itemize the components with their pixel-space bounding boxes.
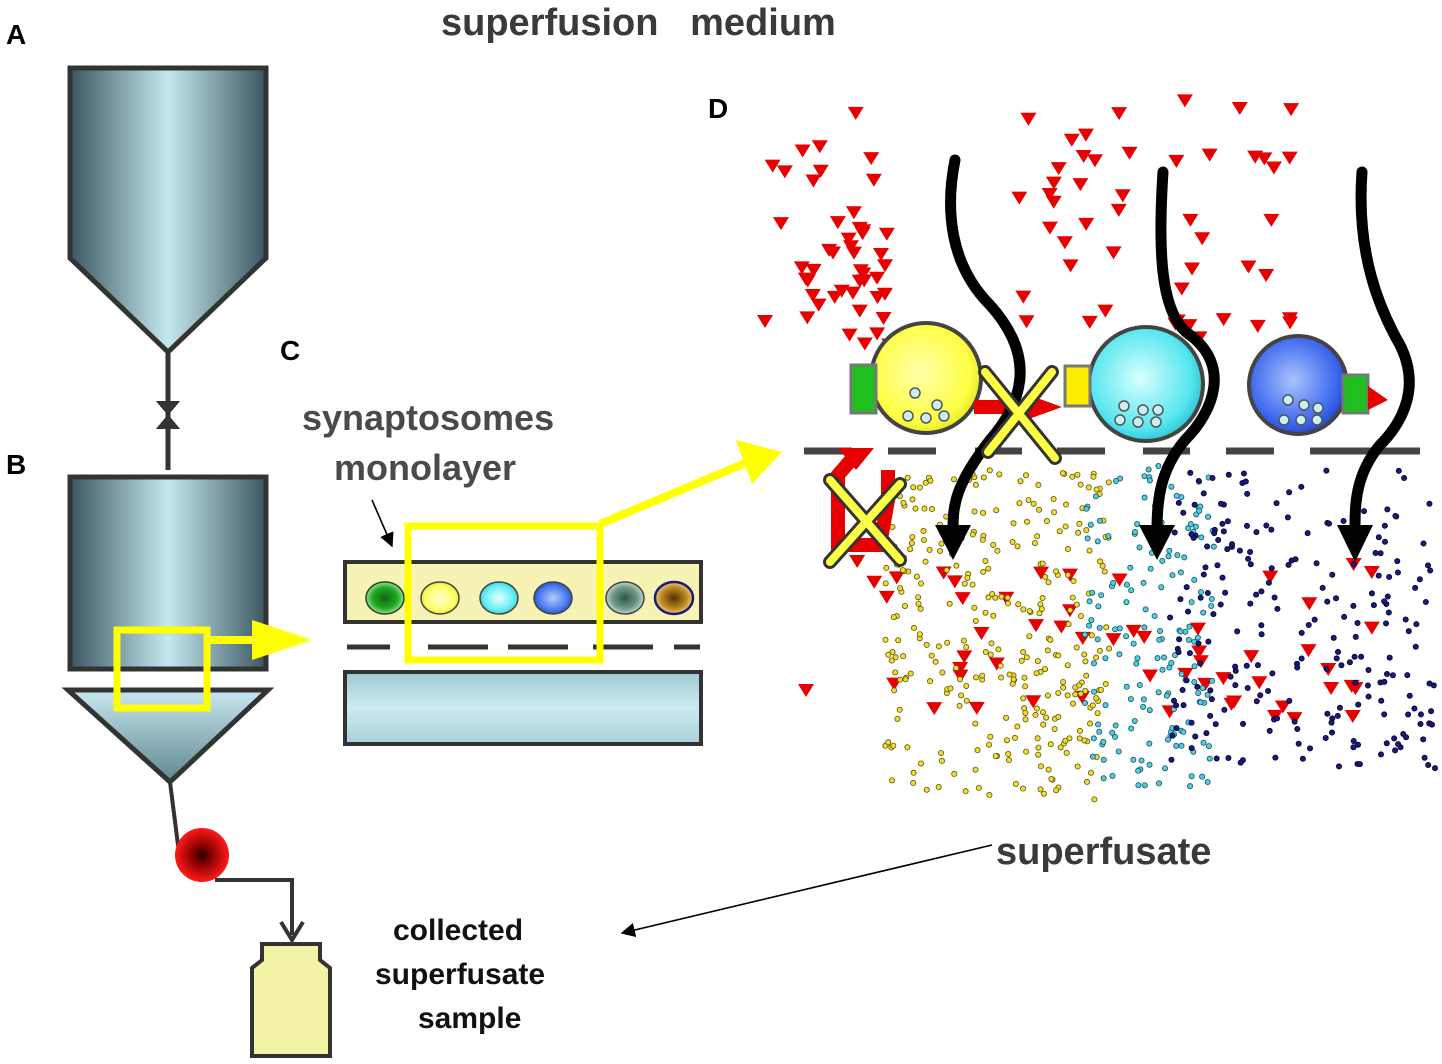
peristaltic-pump-icon [175,828,229,882]
panel-label-d: D [708,93,728,124]
transporter-yellow [1063,364,1092,408]
synaptosome-grey [605,581,645,615]
vial-icon [250,942,332,1058]
monolayer-highlight-box [404,522,604,664]
drip-arrowhead [279,920,305,944]
synaptosome-blue [533,581,573,615]
monolayer-pointer [371,499,394,548]
panel-label-c: C [280,335,300,366]
synaptosome-yellow [420,581,460,615]
synaptosome-detail-yellow [849,321,983,435]
superfusion-medium-label: superfusion medium [441,2,836,44]
valve-icon [155,401,181,429]
x-cross-icon [978,365,1062,465]
transporter-green-2 [1341,373,1370,415]
funnel-reservoir-icon [67,65,269,356]
flow-arrows [945,154,1415,536]
superfusate-pointer [620,844,993,938]
synaptosome-detail-blue [1247,334,1388,436]
synaptosome-cyan [479,581,519,615]
panel-label-b: B [6,449,26,480]
medium-reservoir [67,65,269,470]
tubing-to-vial [215,878,294,935]
superfusate-label: superfusate [996,831,1211,873]
monolayer-layer [343,560,703,624]
superfusion-chamber [61,474,312,786]
chamber-outlet-cone [61,687,275,786]
collected-label-1: collected [393,914,523,947]
transporter-green [849,363,878,415]
synaptosome-detail-cyan [1063,325,1205,443]
synaptosomes-label-2: monolayer [334,447,516,488]
chamber-base-bar [343,670,703,746]
chamber-highlight-box [113,626,211,712]
collected-label-3: sample [418,1002,521,1035]
x-cross-icon-2 [823,473,907,569]
neurotransmitter-molecules [757,94,1380,726]
flow-arrowheads [935,525,1373,562]
synaptosomes-label-1: synaptosomes [302,397,554,438]
panel-label-a: A [6,19,26,50]
synaptosome-ochre [653,580,695,616]
synaptosome-green [365,581,405,615]
collected-label-2: superfusate [375,958,545,991]
